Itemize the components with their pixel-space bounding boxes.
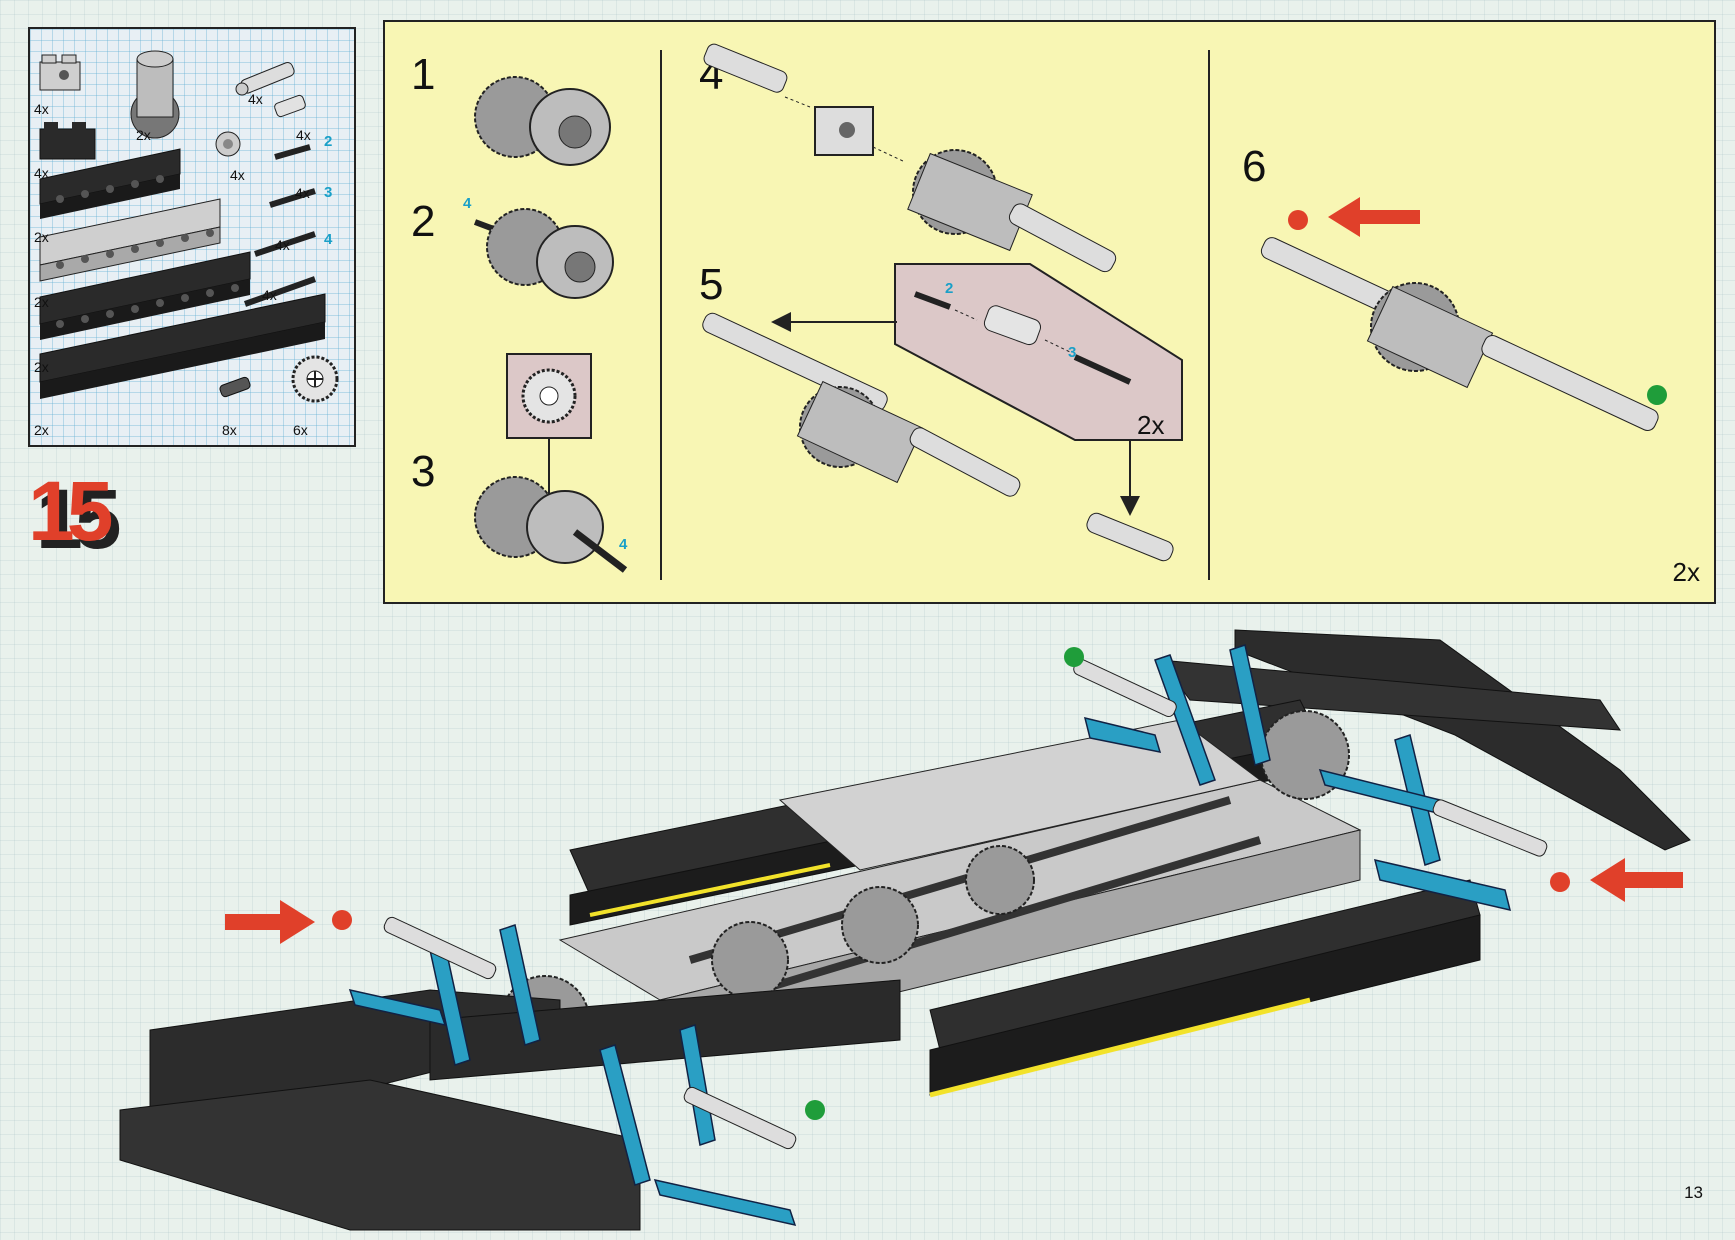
beam-1x6-black (39, 148, 181, 219)
substep-4-assembly (703, 43, 1117, 273)
substep-3-number: 3 (411, 447, 436, 496)
qty-pin: 8x (222, 422, 237, 438)
substep-5-callout-multiplier: 2x (1137, 410, 1165, 440)
axle-4-part (254, 231, 316, 257)
substep-6-green-dot (1647, 385, 1667, 405)
qty-brick-1x2-black: 4x (34, 165, 49, 181)
frame-front-black (119, 979, 901, 1231)
blue-liftarms (348, 644, 1512, 1227)
main-step-number-shadow: 15 (36, 472, 120, 558)
substep-2-differential (473, 208, 614, 299)
internal-drive-shafts (688, 796, 1262, 994)
substep-1-differential (474, 76, 611, 166)
substep-3-callout (506, 353, 592, 516)
parts-drawing (39, 50, 339, 403)
qty-brick-1x2-grey: 4x (34, 101, 49, 117)
substep-5-assembly (702, 312, 1174, 562)
substep-6-assembly (1260, 237, 1659, 431)
bush-part (215, 131, 241, 157)
universal-joint-part (235, 62, 295, 96)
substep-1-number: 1 (411, 50, 436, 99)
axle-2-length-label: 2 (324, 133, 333, 150)
qty-beam-1x6-black: 2x (34, 229, 49, 245)
main-red-arrow-right (1590, 858, 1683, 902)
qty-beam-1x16-black: 2x (34, 422, 49, 438)
substep-6-red-arrow (1328, 197, 1420, 237)
axle-3-length-label: 3 (324, 184, 333, 201)
outboard-axles (383, 658, 1548, 1150)
callout-axle-b-label: 3 (1068, 344, 1077, 361)
qty-axle-4: 4x (262, 287, 277, 303)
callout-axle-a-label: 2 (945, 280, 954, 297)
qty-beam-1x10-black: 2x (34, 359, 49, 375)
main-step-number-text: 15 (28, 468, 112, 558)
qty-axle-3: 4x (275, 237, 290, 253)
panel-divider-1 (660, 50, 662, 580)
connector-part (274, 94, 306, 118)
page-number: 13 (1684, 1183, 1703, 1202)
substep-5-number: 5 (699, 260, 724, 309)
main-green-dot-bottom (805, 1100, 825, 1120)
main-green-dot-top (1064, 647, 1084, 667)
substeps-drawing (473, 43, 1667, 573)
qty-connector: 4x (296, 127, 311, 143)
substep-2-axle-label: 4 (463, 195, 472, 212)
chassis-beam-front (929, 879, 1481, 1098)
substeps-panel: 1 2 4 3 4 4 5 6 2x (383, 20, 1716, 604)
brick-1x2-black (39, 122, 96, 160)
qty-differential-housing: 2x (136, 127, 151, 143)
qty-axle-2: 4x (295, 185, 310, 201)
main-red-dot-right (1550, 872, 1570, 892)
substep-6-red-dot (1288, 210, 1308, 230)
beam-holes (56, 175, 239, 328)
brick-1x2-grey (39, 54, 81, 91)
beam-1x10-black (39, 251, 251, 340)
axle-2-part (274, 144, 311, 160)
main-red-dot-left (332, 910, 352, 930)
substep-5-callout (771, 263, 1183, 516)
qty-universal-joint: 4x (248, 91, 263, 107)
beam-1x16-black (39, 293, 326, 399)
axle-3-part (269, 188, 316, 208)
parts-list: 4x 2x 4x 4x 4x 4x 4x 2 2x 4x 3 2x 4x 4 2… (28, 27, 356, 447)
panel-divider-2 (1208, 50, 1210, 580)
qty-beam-1x8-grey: 2x (34, 294, 49, 310)
substep-3-differential (474, 476, 628, 573)
substep-6-number: 6 (1242, 142, 1267, 191)
main-red-arrow-left (225, 900, 315, 944)
substep-2-number: 2 (411, 197, 436, 246)
axle-4b-part (243, 276, 317, 307)
qty-gear-24: 6x (293, 422, 308, 438)
pin-part (219, 376, 251, 398)
main-step-number: 15 15 (28, 468, 128, 558)
axle-4-length-label: 4 (324, 231, 333, 248)
qty-bush: 4x (230, 167, 245, 183)
substep-3-axle-label: 4 (619, 536, 628, 553)
differential-housing-part (130, 50, 180, 139)
gear-24-part (291, 355, 339, 403)
substep-6-multiplier: 2x (1672, 557, 1700, 587)
